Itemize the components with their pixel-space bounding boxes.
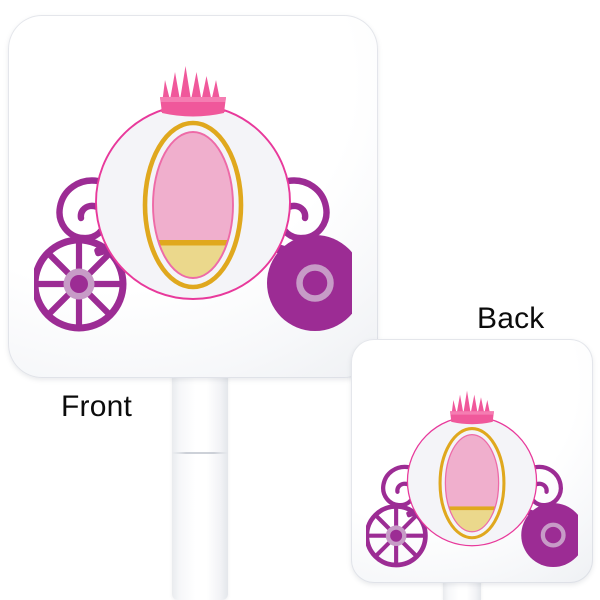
back-paddle-head [351,339,593,583]
front-label: Front [61,390,133,423]
front-paddle-stick-seam [172,452,228,454]
front-paddle-stick [172,372,228,600]
back-label: Back [477,302,545,335]
back-paddle-stick [443,578,481,600]
front-paddle-head [8,15,378,378]
